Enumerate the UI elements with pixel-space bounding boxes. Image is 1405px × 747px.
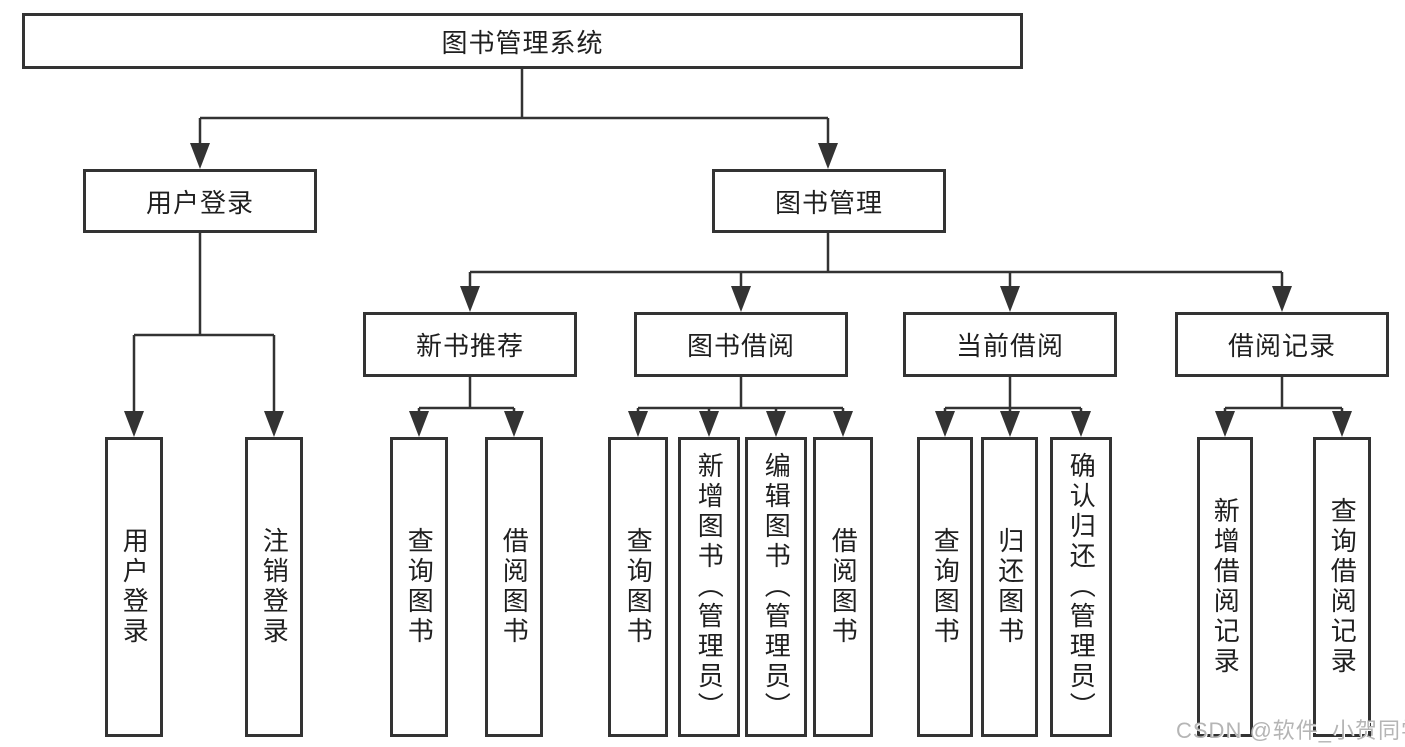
- leaf-logout: 注销登录: [245, 437, 303, 737]
- node-label: 图书管理: [774, 187, 883, 218]
- node-library-management-system: 图书管理系统: [22, 13, 1023, 69]
- leaf-add-books-admin: 新增图书（管理员）: [678, 437, 740, 737]
- node-borrowing-records: 借阅记录: [1175, 312, 1389, 377]
- node-label: 注销登录: [259, 527, 290, 647]
- leaf-confirm-return-admin: 确认归还（管理员）: [1050, 437, 1112, 737]
- leaf-borrow-books: 借阅图书: [813, 437, 873, 737]
- node-label: 图书管理系统: [441, 27, 604, 58]
- node-label: 借阅图书: [828, 527, 859, 647]
- arrowheads: [124, 143, 1352, 437]
- leaf-query-books-recommend: 查询图书: [390, 437, 448, 737]
- node-label: 归还图书: [994, 527, 1025, 647]
- leaf-user-login: 用户登录: [105, 437, 163, 737]
- node-current-borrowing: 当前借阅: [903, 312, 1117, 377]
- leaf-add-borrow-record: 新增借阅记录: [1197, 437, 1253, 737]
- node-label: 借阅记录: [1227, 331, 1336, 361]
- node-book-borrowing: 图书借阅: [634, 312, 848, 377]
- node-label: 用户登录: [119, 527, 150, 647]
- node-label: 确认归还（管理员）: [1066, 452, 1097, 722]
- node-label: 查询图书: [623, 527, 654, 647]
- node-label: 用户登录: [145, 187, 254, 218]
- node-user-login: 用户登录: [83, 169, 317, 233]
- leaf-edit-books-admin: 编辑图书（管理员）: [745, 437, 807, 737]
- node-label: 当前借阅: [955, 331, 1064, 361]
- node-label: 图书借阅: [686, 331, 795, 361]
- leaf-query-borrow-record: 查询借阅记录: [1313, 437, 1371, 737]
- node-label: 借阅图书: [499, 527, 530, 647]
- node-label: 新增图书（管理员）: [694, 452, 725, 722]
- node-label: 查询图书: [930, 527, 961, 647]
- csdn-watermark: CSDN @软件_小贺同学: [1176, 718, 1405, 743]
- leaf-borrow-books-recommend: 借阅图书: [485, 437, 543, 737]
- node-label: 新书推荐: [415, 331, 524, 361]
- node-label: 新增借阅记录: [1210, 497, 1241, 677]
- leaf-query-books-current: 查询图书: [917, 437, 973, 737]
- node-label: 查询借阅记录: [1327, 497, 1358, 677]
- node-label: 查询图书: [404, 527, 435, 647]
- node-new-book-recommendation: 新书推荐: [363, 312, 577, 377]
- leaf-return-books: 归还图书: [981, 437, 1038, 737]
- node-book-management: 图书管理: [712, 169, 946, 233]
- leaf-query-books-borrowing: 查询图书: [608, 437, 668, 737]
- node-label: 编辑图书（管理员）: [761, 452, 792, 722]
